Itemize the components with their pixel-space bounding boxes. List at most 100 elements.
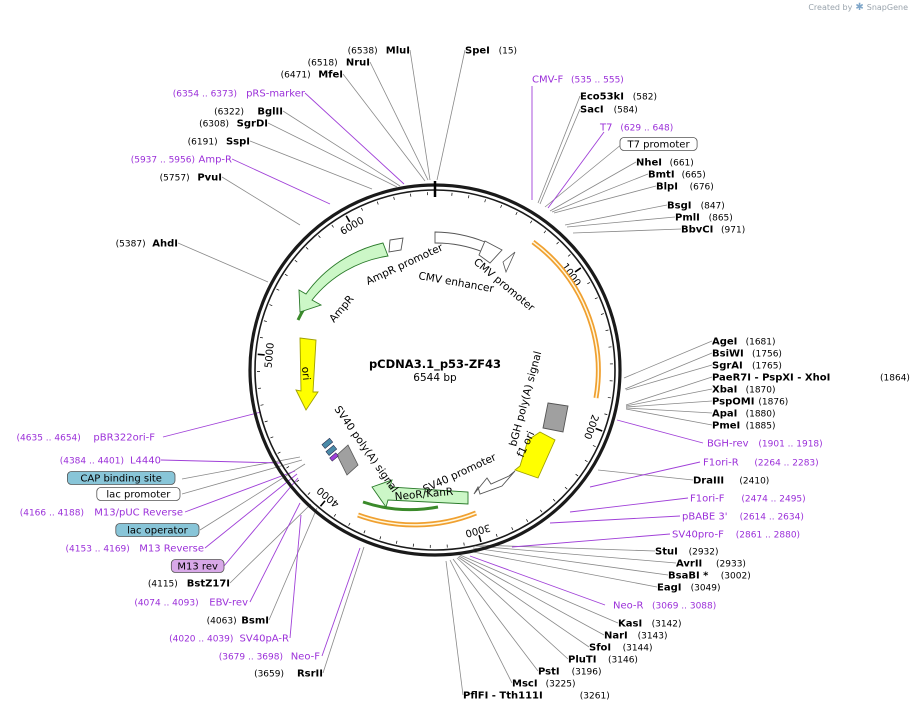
tick-mark <box>468 195 470 199</box>
site-blpi: BlpI(676) <box>656 182 714 193</box>
site-name: BsmI <box>241 616 269 627</box>
neo-arc <box>362 500 439 512</box>
tick-mark <box>592 445 596 448</box>
tick-mark <box>556 241 559 245</box>
primer-range: (6354 .. 6373) <box>173 90 237 100</box>
snapgene-logo-icon: ✱ <box>855 2 864 13</box>
feature-box-label: lac operator <box>127 526 188 537</box>
tick-mark <box>277 451 281 454</box>
primer-range: (2264 .. 2283) <box>754 459 818 469</box>
primer-range: (1901 .. 1918) <box>758 440 822 450</box>
site-name: Eco53kI <box>580 92 624 103</box>
site-avrii: AvrII(2933) <box>676 559 746 570</box>
leader-psti <box>452 558 539 672</box>
site-name: SpeI <box>465 46 490 57</box>
primer-range: (4020 .. 4039) <box>169 635 233 645</box>
tick-mark <box>333 513 337 517</box>
leader-pflfi <box>445 560 464 696</box>
primer-name: F1ori-F <box>690 494 725 505</box>
site-position: (6538) <box>348 47 378 57</box>
site-position: (3143) <box>638 632 668 642</box>
site-name: BsiWI <box>712 349 744 360</box>
site-sspi: SspI(6191) <box>188 137 250 148</box>
primer-range: (2861 .. 2880) <box>736 531 800 541</box>
site-name: PspOMI <box>712 397 754 408</box>
site-nrui: NruI(6518) <box>308 58 370 69</box>
site-name: SacI <box>580 105 604 116</box>
feature-box-label: CAP binding site <box>80 474 162 485</box>
primer-range: (3069 .. 3088) <box>652 602 716 612</box>
primer-name: pBR322ori-F <box>93 433 155 444</box>
tick-mark <box>605 329 609 332</box>
leader-m13rev-box <box>223 477 299 567</box>
primer-bgh-rev: BGH-rev(1901 .. 1918) <box>707 439 823 450</box>
tick-mark <box>604 413 608 415</box>
feature-label: AmpR <box>327 293 356 325</box>
primer-name: Amp-R <box>199 155 233 166</box>
tick-mark <box>259 337 264 339</box>
site-name: RsrII <box>297 669 323 680</box>
primer-name: Neo-F <box>291 652 321 663</box>
leader-mlui <box>409 49 431 181</box>
t7-promoter-arrow <box>502 251 516 274</box>
tick-mark <box>263 320 267 322</box>
tick-mark <box>539 509 543 513</box>
primer-name: pRS-marker <box>246 89 306 100</box>
leader-stui <box>476 544 656 552</box>
site-position: (3146) <box>608 656 638 666</box>
features <box>295 231 569 509</box>
site-position: (665) <box>682 171 706 181</box>
site-name: MfeI <box>318 70 343 81</box>
feature-box-bg <box>96 487 181 501</box>
tick-label-5000: 5000 <box>264 342 277 368</box>
tick-mark <box>543 230 547 234</box>
site-position: (865) <box>709 214 733 224</box>
leader-agei <box>623 340 713 379</box>
m13-mark <box>329 452 339 462</box>
leader-m13puc <box>184 470 296 513</box>
primer-m13-puc-reverse: M13/pUC Reverse(4166 .. 4188) <box>20 508 183 519</box>
primer-labels: CMV-F(535 .. 555)pRS-marker(6354 .. 6373… <box>17 75 823 663</box>
site-position: (3261) <box>580 692 610 702</box>
tick-mark <box>257 353 265 356</box>
site-name: BlpI <box>656 182 678 193</box>
site-position: (6191) <box>188 138 218 148</box>
site-position: (3659) <box>254 670 284 680</box>
site-position: (6308) <box>199 120 229 130</box>
primer-sv40pa-r: SV40pA-R(4020 .. 4039) <box>169 634 289 645</box>
site-bsabi: BsaBI *(3002) <box>668 571 751 582</box>
site-position: (5757) <box>160 174 190 184</box>
f1-ori-arrow <box>514 431 556 479</box>
tick-mark <box>376 201 379 205</box>
tick-mark <box>530 220 533 224</box>
site-name: PmeI <box>712 421 740 432</box>
leader-bsmi <box>268 507 318 621</box>
cmv-promoter-arrow <box>478 240 503 264</box>
leader-bstz17i <box>229 503 312 584</box>
leader-rsrii <box>322 546 365 674</box>
site-bstz17i: BstZ17I(4115) <box>148 579 230 590</box>
leader-neo-r <box>469 555 606 606</box>
primer-range: (4166 .. 4188) <box>20 509 84 519</box>
site-name: ApaI <box>712 409 737 420</box>
site-position: (1876) <box>758 398 788 408</box>
site-position: (1885) <box>746 422 776 432</box>
site-position: (4115) <box>148 580 178 590</box>
leader-xhoi <box>625 376 713 406</box>
tick-mark <box>294 259 298 263</box>
bgh-polya-box <box>542 402 569 433</box>
leader-pbabe3 <box>549 515 681 524</box>
tick-mark <box>574 267 582 273</box>
site-position: (3144) <box>623 644 653 654</box>
site-mfei: MfeI(6471) <box>281 70 343 81</box>
site-position: (3002) <box>721 572 751 582</box>
site-pvui: PvuI(5757) <box>160 173 222 184</box>
site-bmti: BmtI(665) <box>648 170 706 181</box>
leader-nhei <box>549 161 637 212</box>
leader-t7 <box>547 131 605 209</box>
leader-sfoi <box>457 556 590 648</box>
site-position: (4063) <box>207 617 237 627</box>
site-position: (15) <box>499 47 517 57</box>
tick-mark <box>594 297 598 300</box>
site-nari: NarI(3143) <box>604 631 668 642</box>
